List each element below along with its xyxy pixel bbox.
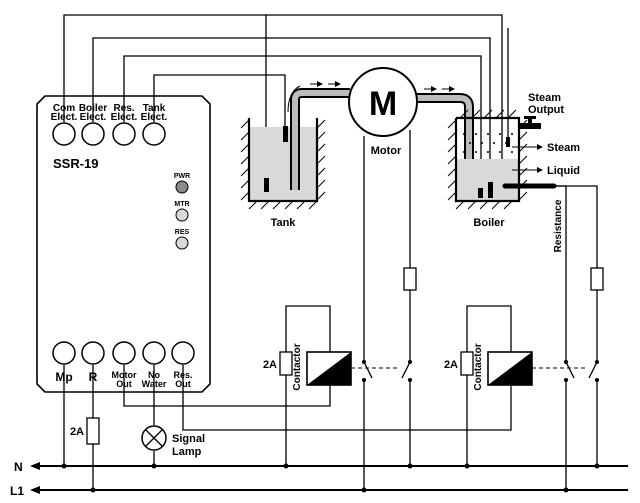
contactor-1-label: Contactor: [292, 343, 303, 390]
led-pwr-light: [175, 180, 189, 194]
terminal-boiler-screw[interactable]: [81, 122, 105, 146]
led-res: RES: [175, 229, 190, 250]
motor-body: [348, 67, 418, 137]
contactor-1: Contactor: [292, 343, 412, 391]
pipe-left-inner: [292, 90, 350, 190]
steam-output-valve: [519, 116, 541, 129]
terminal-mp-screw[interactable]: [52, 341, 76, 365]
contactor-2-label: Contactor: [473, 343, 484, 390]
steam-label: Steam: [547, 142, 580, 154]
fuse-contactor-1: 2A: [263, 351, 293, 376]
led-pwr-label: PWR: [174, 173, 190, 180]
terminal-com-screw[interactable]: [52, 122, 76, 146]
pipe-right-inner: [414, 95, 472, 196]
led-mtr-light: [175, 208, 189, 222]
liquid-label: Liquid: [547, 165, 580, 177]
led-res-label: RES: [175, 229, 190, 236]
terminal-r-screw[interactable]: [81, 341, 105, 365]
led-mtr: MTR: [174, 201, 190, 222]
fuse-heater: [590, 267, 604, 291]
fuse-contactor-1-label: 2A: [263, 359, 277, 371]
steam-output-label-2: Output: [528, 104, 564, 116]
wire-com-elect: [63, 14, 503, 193]
signal-lamp: Signal Lamp: [141, 425, 205, 458]
terminal-no-water-screw[interactable]: [142, 341, 166, 365]
boiler-steam-electrode: [506, 137, 510, 147]
neutral-label: N: [14, 460, 23, 474]
boiler-liquid: [456, 159, 519, 201]
fuse-motor: [403, 267, 417, 291]
resistance-label: Resistance: [553, 199, 564, 252]
tank: Tank: [240, 118, 326, 229]
boiler-label: Boiler: [473, 217, 505, 229]
signal-lamp-label-2: Lamp: [172, 446, 202, 458]
terminal-motor-out-screw[interactable]: [112, 341, 136, 365]
led-pwr: PWR: [174, 173, 190, 194]
motor: M Motor: [348, 67, 418, 157]
boiler-walls: [454, 116, 521, 203]
led-mtr-label: MTR: [174, 201, 189, 208]
tank-electrode-long: [283, 126, 288, 142]
terminal-res-screw[interactable]: [112, 122, 136, 146]
motor-symbol: M: [369, 85, 397, 123]
relay-body: [36, 95, 211, 393]
power-wiring: [63, 130, 598, 490]
ssr-19-relay: SSR-19 Com Elect. Boiler Elect. Res. Ele…: [36, 95, 211, 393]
boiler-steam-dots: [463, 133, 513, 153]
line-label: L1: [10, 484, 24, 498]
tank-walls: [247, 118, 319, 203]
wire-res-elect: [123, 55, 482, 200]
contactor-2: Contactor: [473, 343, 599, 391]
relay-model: SSR-19: [53, 156, 99, 171]
flow-arrows: [287, 81, 455, 113]
supply-rails: N L1: [10, 460, 628, 498]
water-pipe: [287, 81, 474, 196]
led-res-light: [175, 236, 189, 250]
fuse-contactor-2-label: 2A: [444, 359, 458, 371]
steam-output-label-1: Steam: [528, 92, 561, 104]
tank-hatching: [240, 119, 326, 210]
boiler-electrode-1: [488, 182, 493, 198]
fuse-relay-supply: 2A: [70, 417, 100, 445]
tank-electrode-short: [264, 178, 269, 192]
fuse-relay-supply-label: 2A: [70, 426, 84, 438]
rail-junctions: [61, 463, 600, 493]
boiler-electrode-2: [478, 188, 483, 198]
terminal-tank-screw[interactable]: [142, 122, 166, 146]
signal-lamp-label-1: Signal: [172, 433, 205, 445]
fuse-contactor-2: 2A: [444, 351, 474, 376]
tank-label: Tank: [271, 217, 297, 229]
terminal-res-out-screw[interactable]: [171, 341, 195, 365]
motor-label: Motor: [371, 145, 402, 157]
wire-tank-elect: [153, 74, 286, 140]
